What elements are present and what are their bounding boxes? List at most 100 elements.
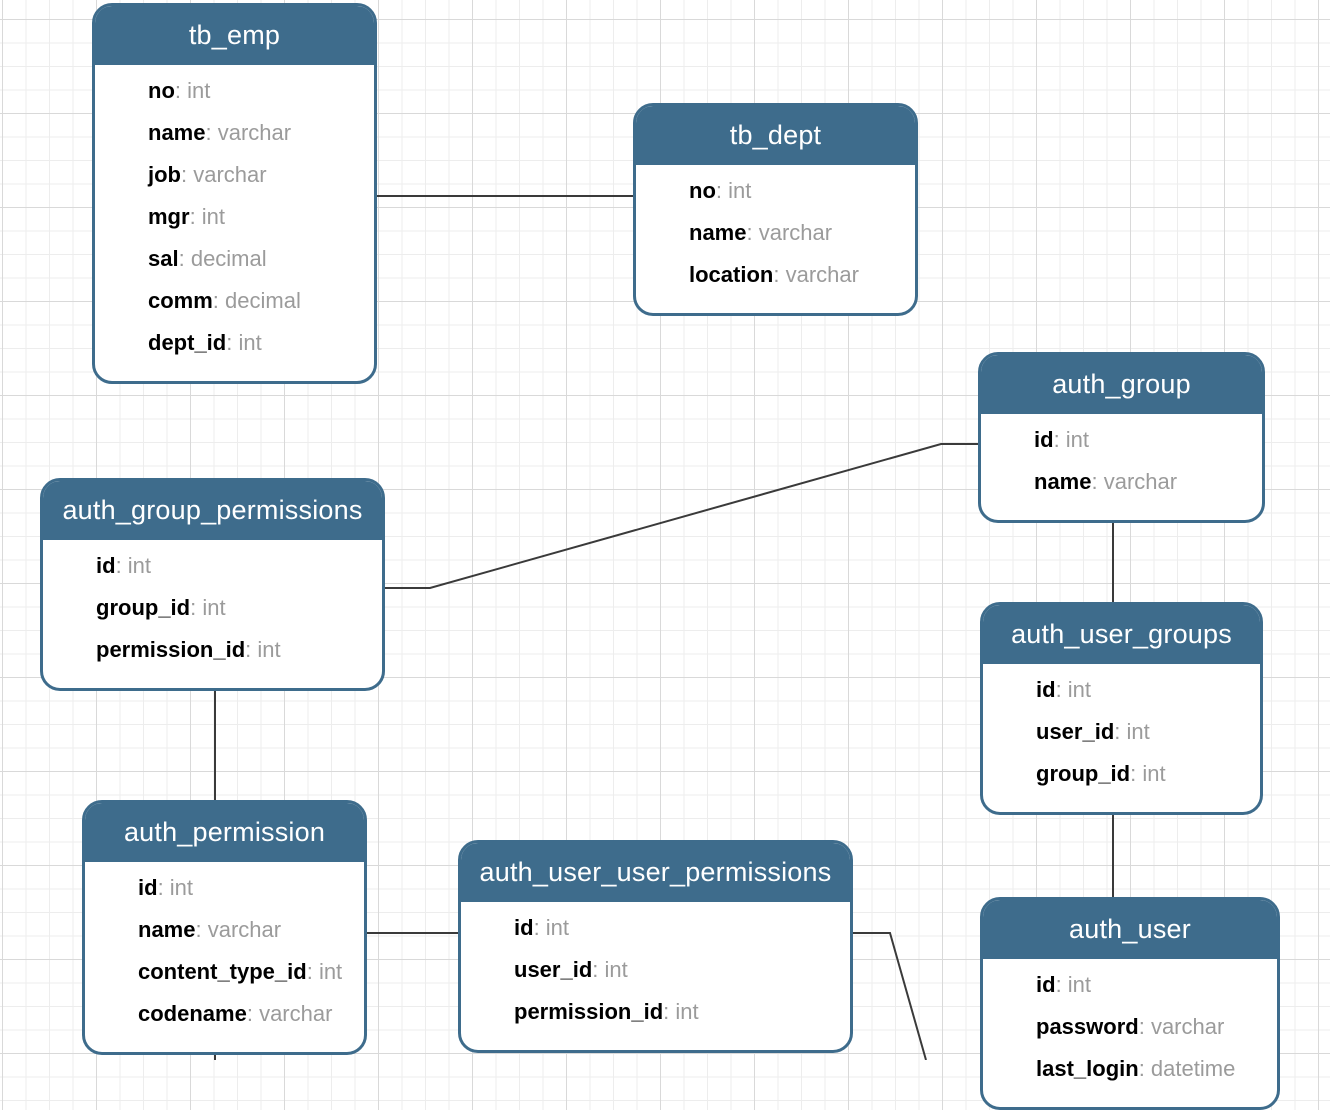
table-auth-user[interactable]: auth_user id: int password: varchar last… [980,897,1280,1110]
field-row: id: int [983,964,1277,1006]
table-title: auth_user [1069,914,1191,944]
field-name: name [689,220,747,245]
table-tb-dept[interactable]: tb_dept no: int name: varchar location: … [633,103,918,316]
field-name: mgr [148,204,190,229]
field-name: no [148,78,175,103]
table-header[interactable]: tb_emp [95,6,374,65]
field-name: group_id [1036,761,1131,786]
table-header[interactable]: auth_group_permissions [43,481,382,540]
table-body: no: int name: varchar location: varchar [636,165,915,313]
field-type: varchar [758,220,833,245]
table-body: id: int password: varchar last_login: da… [983,959,1277,1107]
field-type: int [257,637,281,662]
table-header[interactable]: tb_dept [636,106,915,165]
table-title: auth_group_permissions [62,495,363,525]
field-separator: : [195,917,208,942]
field-separator: : [181,162,194,187]
table-auth-group-permissions[interactable]: auth_group_permissions id: int group_id:… [40,478,385,691]
table-auth-group[interactable]: auth_group id: int name: varchar [978,352,1265,523]
field-separator: : [245,637,258,662]
field-separator: : [1053,427,1066,452]
field-name: id [1036,677,1056,702]
field-row: no: int [95,70,374,112]
table-body: id: int name: varchar [981,414,1262,520]
field-type: int [1126,719,1150,744]
field-type: int [604,957,628,982]
field-separator: : [306,959,319,984]
field-type: varchar [1150,1014,1225,1039]
field-name: password [1036,1014,1139,1039]
table-header[interactable]: auth_user_groups [983,605,1260,664]
field-separator: : [1055,677,1068,702]
field-type: int [545,915,570,940]
field-row: permission_id: int [43,629,382,671]
table-header[interactable]: auth_group [981,355,1262,414]
field-name: group_id [96,595,191,620]
field-type: varchar [217,120,292,145]
field-separator: : [533,915,546,940]
field-separator: : [190,595,203,620]
field-type: varchar [1103,469,1178,494]
field-separator: : [246,1001,260,1026]
field-separator: : [226,330,239,355]
table-header[interactable]: auth_user [983,900,1277,959]
relationship-line-auth_group_permissions-auth_group [385,443,978,589]
field-name: job [148,162,181,187]
field-row: job: varchar [95,154,374,196]
field-type: varchar [207,917,282,942]
field-type: int [1065,427,1090,452]
field-type: decimal [190,246,267,271]
field-separator: : [178,246,191,271]
field-name: user_id [1036,719,1115,744]
field-name: dept_id [148,330,227,355]
field-row: name: varchar [636,212,915,254]
field-type: int [1067,677,1092,702]
field-row: id: int [461,907,850,949]
field-separator: : [1114,719,1127,744]
field-row: name: varchar [85,909,364,951]
table-body: id: int user_id: int group_id: int [983,664,1260,812]
table-body: id: int group_id: int permission_id: int [43,540,382,688]
field-type: varchar [193,162,267,187]
field-row: id: int [85,867,364,909]
field-separator: : [746,220,759,245]
field-separator: : [1091,469,1104,494]
field-type: varchar [259,1001,333,1026]
table-body: id: int name: varchar content_type_id: i… [85,862,364,1052]
table-auth-user-user-permissions[interactable]: auth_user_user_permissions id: int user_… [458,840,853,1053]
field-name: content_type_id [138,959,307,984]
table-header[interactable]: auth_permission [85,803,364,862]
field-separator: : [115,553,128,578]
table-title: auth_user_groups [1011,619,1232,649]
field-type: varchar [785,262,859,287]
field-type: int [202,595,226,620]
field-row: id: int [983,669,1260,711]
field-row: id: int [981,419,1262,461]
table-tb-emp[interactable]: tb_emp no: int name: varchar job: varcha… [92,3,377,384]
table-auth-permission[interactable]: auth_permission id: int name: varchar co… [82,800,367,1055]
field-name: permission_id [514,999,664,1024]
field-type: int [238,330,262,355]
field-type: int [675,999,699,1024]
table-auth-user-groups[interactable]: auth_user_groups id: int user_id: int gr… [980,602,1263,815]
field-name: id [1034,427,1054,452]
table-header[interactable]: auth_user_user_permissions [461,843,850,902]
field-type: decimal [225,288,301,313]
field-row: mgr: int [95,196,374,238]
field-name: permission_id [96,637,246,662]
field-type: int [201,204,226,229]
field-name: codename [138,1001,247,1026]
field-name: id [138,875,158,900]
field-name: location [689,262,774,287]
table-title: auth_permission [123,817,326,847]
field-separator: : [212,288,226,313]
field-type: int [127,553,152,578]
field-row: location: varchar [636,254,915,296]
field-separator: : [205,120,218,145]
field-name: id [514,915,534,940]
table-title: auth_user_user_permissions [479,857,832,887]
field-row: group_id: int [43,587,382,629]
field-name: sal [148,246,179,271]
field-row: group_id: int [983,753,1260,795]
